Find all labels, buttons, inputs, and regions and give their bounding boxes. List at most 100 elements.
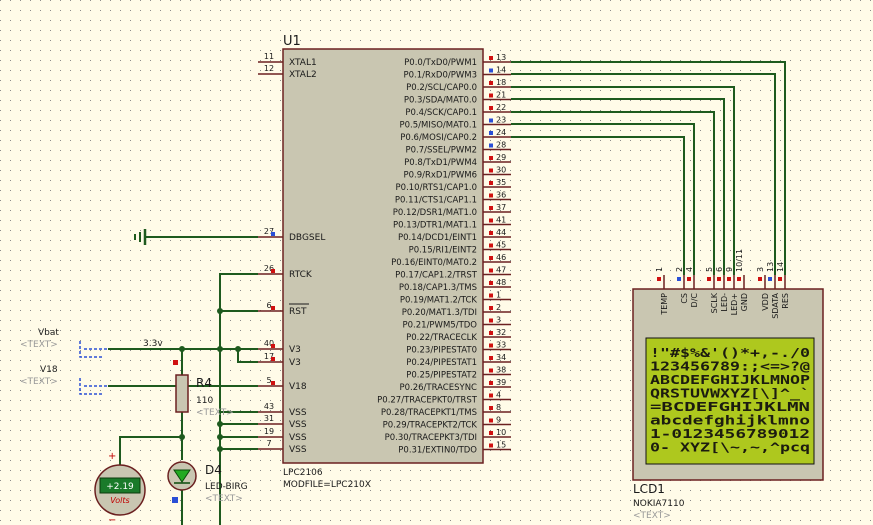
u1-left-pin-name: VSS	[289, 408, 307, 418]
pin-state-dot	[489, 268, 493, 273]
u1-right-pin-number: 38	[496, 366, 506, 375]
u1-right-pin[interactable]: P0.6/MOSI/CAP0.224	[400, 128, 511, 143]
u1-right-pin-name: P0.31/EXTIN0/TDO	[398, 446, 477, 456]
lcd-screen-line: QRSTUVWXYZ[\]^_`	[650, 387, 810, 402]
u1-right-pin[interactable]: P0.16/EINT0/MAT0.246	[391, 253, 511, 268]
u1-right-pin[interactable]: P0.12/DSR1/MAT1.037	[393, 203, 511, 218]
lcd-screen-line: 0- XYZ[\~,~,^pcq	[650, 441, 810, 455]
u1-right-pin[interactable]: P0.2/SCL/CAP0.018	[406, 78, 511, 93]
pin-state-dot	[271, 232, 275, 236]
u1-right-pin-number: 44	[496, 228, 506, 237]
lcd-pin-number: 3	[756, 267, 765, 272]
u1-right-pin-name: P0.25/PIPESTAT2	[406, 371, 477, 381]
pin-state-dot	[271, 357, 275, 361]
u1-left-pin-name: V18	[289, 382, 307, 392]
u1-right-pin-number: 47	[496, 266, 506, 275]
u1-left-pin-number: 11	[264, 52, 274, 61]
u1-right-pin[interactable]: P0.4/SCK/CAP0.122	[405, 103, 511, 118]
pin-state-dot	[489, 343, 493, 348]
led-d4[interactable]: D4 LED-BIRG <TEXT>	[167, 461, 248, 504]
lcd-screen-line: 1-0123456789012	[650, 427, 810, 441]
lcd-screen-line: !"#$%&'()*+,-./0	[650, 346, 810, 360]
pin-state-dot	[489, 393, 493, 398]
pin-state-dot	[271, 269, 275, 273]
u1-right-pin[interactable]: P0.13/DTR1/MAT1.141	[393, 216, 511, 231]
u1-right-pin[interactable]: P0.3/SDA/MAT0.021	[404, 91, 511, 106]
u1-right-pin-number: 37	[496, 203, 506, 212]
terminal-vbat[interactable]: Vbat <TEXT>	[20, 328, 108, 358]
pin-state-dot	[489, 193, 493, 198]
pin-state-dot	[489, 81, 493, 85]
u1-right-pin-name: P0.30/TRACEPKT3/TDI	[385, 433, 477, 443]
u1-right-pin[interactable]: P0.10/RTS1/CAP1.035	[396, 178, 511, 193]
pin-state-dot	[758, 277, 762, 281]
d4-ref: D4	[205, 463, 222, 477]
lcd1-module[interactable]: !"#$%&'()*+,-./0123456789:;<=>?@ABCDEFGH…	[632, 249, 824, 521]
pin-state-dot	[657, 277, 661, 281]
u1-left-pin-name: DBGSEL	[289, 233, 325, 243]
u1-right-pin[interactable]: P0.25/PIPESTAT2 38	[406, 366, 511, 381]
u1-right-pin[interactable]: P0.11/CTS1/CAP1.136	[395, 191, 511, 206]
u1-right-pin-name: P0.21/PWM5/TDO	[403, 321, 478, 331]
u1-right-pin-number: 13	[496, 53, 506, 62]
u1-body[interactable]	[282, 48, 484, 464]
lcd-pin-name: RES	[781, 293, 790, 309]
r4-body[interactable]	[175, 374, 189, 413]
pin-state-dot	[489, 443, 493, 448]
terminal-v18[interactable]: V18 <TEXT>	[20, 365, 108, 395]
lcd-pins: 1TEMP2CS4D/C5SCLK6LED-9LED+10/11GND3VDD1…	[655, 249, 790, 319]
u1-chip[interactable]: U1 LPC2106 MODFILE=LPC210X 11XTAL112XTAL…	[258, 34, 511, 490]
wire-p0-4-sclk	[511, 111, 715, 275]
lcd-pin[interactable]: 4D/C	[685, 267, 699, 308]
lcd-pin[interactable]: 2CS	[675, 267, 689, 304]
voltmeter[interactable]: +2.19 Volts + −	[94, 451, 146, 525]
net-label-3v3: 3.3v	[143, 339, 163, 349]
pin-state-dot	[271, 381, 275, 385]
resistor-r4[interactable]: R4 110 <TEXT>	[173, 360, 234, 418]
lcd-pin-number: 6	[715, 267, 724, 272]
u1-right-pin-number: 30	[496, 166, 506, 175]
u1-right-pin[interactable]: P0.5/MISO/MAT0.123	[400, 116, 512, 131]
